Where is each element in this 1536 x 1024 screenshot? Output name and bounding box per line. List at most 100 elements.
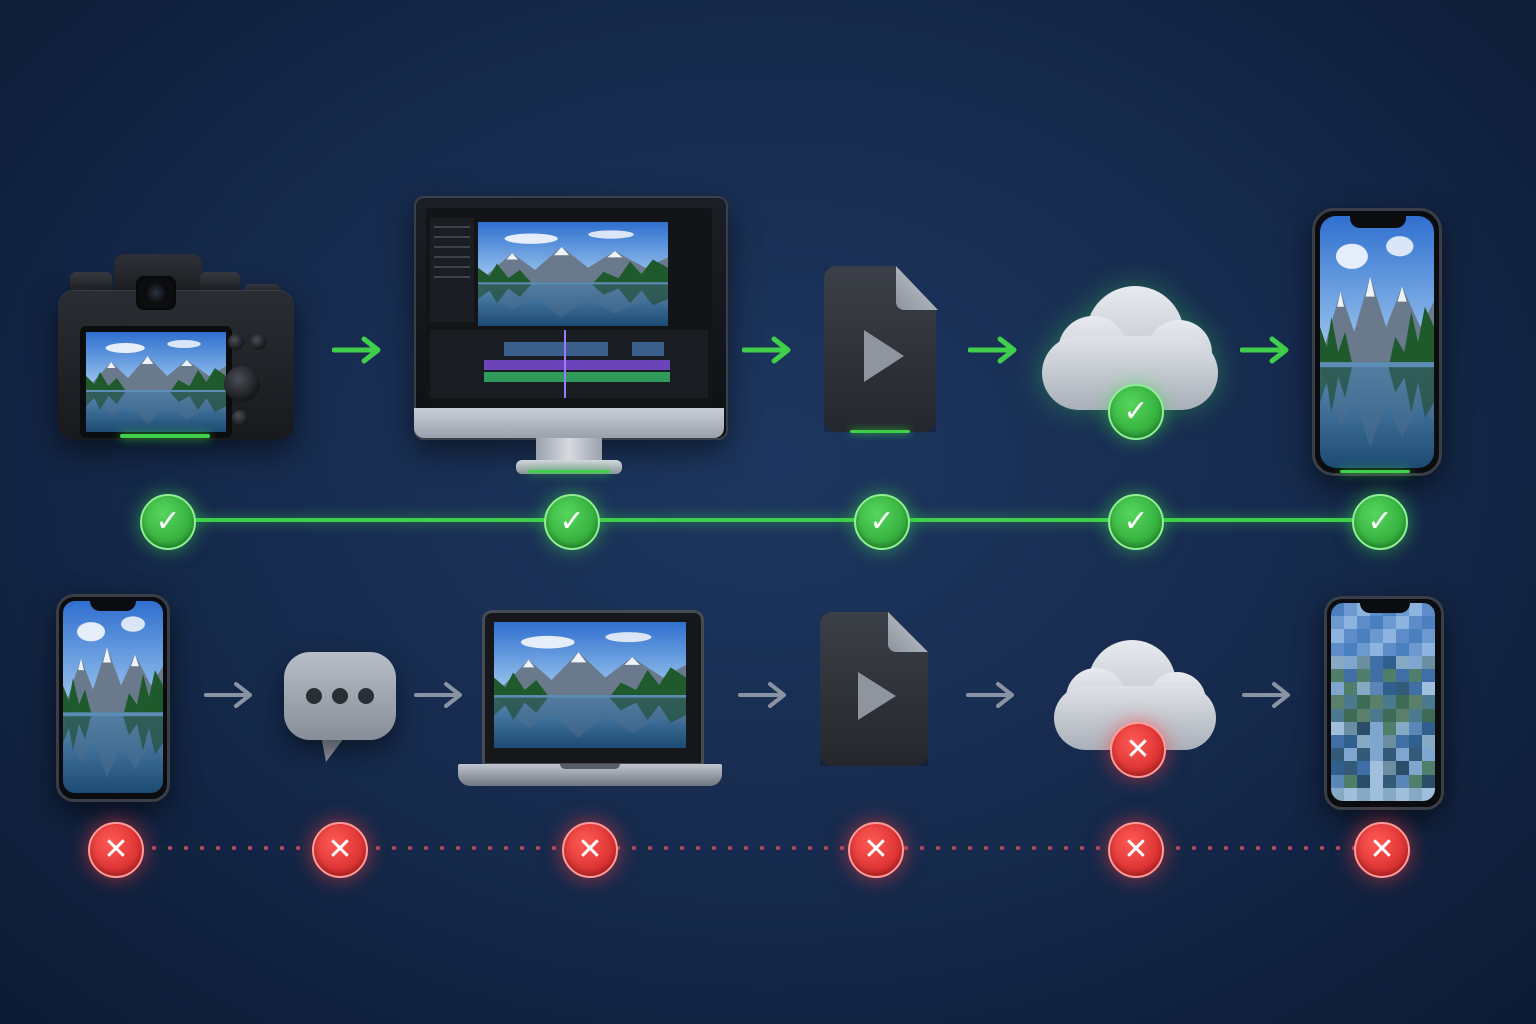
pixel-block <box>1396 721 1409 735</box>
pixel-block <box>1331 748 1344 762</box>
pixel-block <box>1409 734 1422 749</box>
pixel-block <box>1357 655 1370 669</box>
arrow-right-icon <box>204 680 256 710</box>
pixel-block <box>1396 616 1409 630</box>
pixel-block <box>1370 774 1383 788</box>
pixel-block <box>1383 616 1396 630</box>
pixel-block <box>1370 761 1383 775</box>
pixel-block <box>1344 695 1357 709</box>
pixel-block <box>1383 629 1396 643</box>
pixel-block <box>1422 774 1435 788</box>
arrow-right-icon <box>1242 680 1294 710</box>
step-success-badge: ✓ <box>854 494 910 550</box>
pixel-block <box>1370 629 1383 643</box>
pixelated-screen <box>1331 603 1435 801</box>
step-error-badge: ✕ <box>562 822 618 878</box>
step-error-badge: ✕ <box>848 822 904 878</box>
failure-dotted-connector <box>114 846 1382 850</box>
pixel-block <box>1370 734 1383 749</box>
pixel-block <box>1422 682 1435 696</box>
pixel-block <box>1344 708 1357 722</box>
pixel-block <box>1344 721 1357 735</box>
typing-dot <box>358 688 374 704</box>
step-success-badge: ✓ <box>544 494 600 550</box>
pixel-block <box>1383 787 1396 801</box>
pixel-block <box>1396 629 1409 643</box>
pixel-block <box>1370 642 1383 656</box>
success-connector-line <box>166 518 1378 522</box>
laptop-notch <box>560 764 620 769</box>
pixel-block <box>1370 616 1383 630</box>
pixel-block <box>1357 787 1370 801</box>
step-error-badge: ✕ <box>1108 822 1164 878</box>
pixel-block <box>1344 642 1357 656</box>
pixel-block <box>1422 708 1435 722</box>
pixel-block <box>1357 761 1370 775</box>
camera-dial-left <box>70 272 112 294</box>
phone-screen-landscape <box>63 601 163 793</box>
file-corner-fold <box>896 266 938 310</box>
pixel-block <box>1331 761 1344 775</box>
pixel-block <box>1409 721 1422 735</box>
pixel-block <box>1331 616 1344 630</box>
pixel-block <box>1409 668 1422 683</box>
step-success-badge: ✓ <box>140 494 196 550</box>
pixel-block <box>1357 774 1370 788</box>
pixel-block <box>1344 734 1357 749</box>
timeline-video-clip <box>504 342 608 356</box>
cloud-success-badge: ✓ <box>1108 384 1164 440</box>
pixel-block <box>1422 655 1435 669</box>
pixel-block <box>1396 774 1409 788</box>
camera-control-wheel <box>224 366 260 402</box>
pixel-block <box>1396 748 1409 762</box>
pixel-block <box>1344 774 1357 788</box>
pixel-block <box>1409 603 1422 617</box>
camera-button <box>250 334 266 350</box>
pixel-block <box>1409 629 1422 643</box>
camera-glow <box>120 434 210 438</box>
camera-viewfinder <box>136 276 176 310</box>
pixel-block <box>1357 682 1370 696</box>
pixel-block <box>1409 655 1422 669</box>
pixel-block <box>1344 682 1357 696</box>
pixel-block <box>1422 603 1435 617</box>
timeline-effect-track <box>484 360 670 370</box>
pixel-block <box>1396 787 1409 801</box>
camera-button <box>228 334 244 350</box>
pixel-block <box>1357 734 1370 749</box>
monitor-glow <box>528 470 610 473</box>
pixel-block <box>1422 695 1435 709</box>
pixel-block <box>1344 748 1357 762</box>
arrow-right-icon <box>332 335 384 365</box>
arrow-right-icon <box>966 680 1018 710</box>
pixel-block <box>1370 787 1383 801</box>
pixel-block <box>1383 734 1396 749</box>
pixel-block <box>1331 668 1344 683</box>
pixel-block <box>1357 642 1370 656</box>
pixel-block <box>1422 748 1435 762</box>
pixel-block <box>1396 695 1409 709</box>
pixel-block <box>1357 668 1370 683</box>
play-icon <box>858 672 896 720</box>
arrow-right-icon <box>738 680 790 710</box>
pixel-block <box>1422 629 1435 643</box>
pixel-block <box>1370 721 1383 735</box>
pixel-block <box>1409 761 1422 775</box>
camera-button <box>232 410 248 426</box>
pixel-block <box>1383 761 1396 775</box>
pixel-block <box>1383 748 1396 762</box>
pixel-block <box>1396 668 1409 683</box>
pixel-block <box>1396 682 1409 696</box>
video-editor-screen <box>426 208 712 402</box>
arrow-right-icon <box>414 680 466 710</box>
pixel-block <box>1331 642 1344 656</box>
pixel-block <box>1344 655 1357 669</box>
pixel-block <box>1344 787 1357 801</box>
step-error-badge: ✕ <box>88 822 144 878</box>
pixel-block <box>1344 616 1357 630</box>
play-icon <box>864 330 904 382</box>
pixel-block <box>1331 787 1344 801</box>
timeline-audio-track <box>484 372 670 382</box>
pixel-block <box>1357 616 1370 630</box>
pixel-block <box>1396 761 1409 775</box>
